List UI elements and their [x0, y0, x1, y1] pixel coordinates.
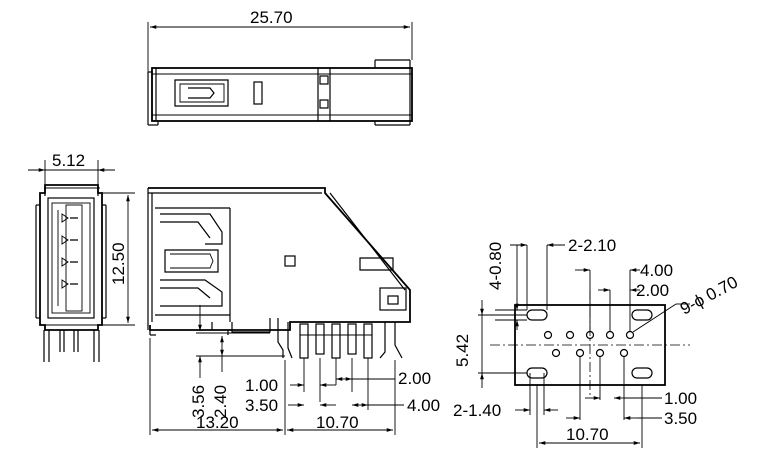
dim-pitch-1-00: 1.00: [664, 389, 697, 408]
left-view: 5.12 12.50: [28, 151, 135, 362]
dim-pitch-2-00: 2.00: [398, 369, 431, 388]
dim-13-20: 13.20: [196, 413, 239, 432]
top-view-body: [147, 59, 413, 126]
dim-pitch-3-50: 3.50: [664, 409, 697, 428]
dim-4-00: 4.00: [407, 396, 440, 415]
dim-pitch-4-00: 4.00: [640, 261, 673, 280]
dim-overall-length: 25.70: [250, 8, 293, 27]
dim-footprint-height: 5.42: [453, 334, 472, 367]
dim-width: 5.12: [52, 151, 85, 170]
left-view-pins: [40, 324, 104, 362]
dim-pitch-2-00: 2.00: [636, 281, 669, 300]
side-view-body: [147, 187, 411, 336]
dim-10-70: 10.70: [316, 413, 359, 432]
dim-2-40: 2.40: [211, 385, 230, 418]
dim-footprint-width: 10.70: [566, 425, 609, 444]
hole-callout: 9-ϕ 0.70: [677, 272, 741, 318]
dim-height: 12.50: [109, 242, 128, 285]
top-view: 25.70: [147, 8, 413, 126]
dim-slot-width: 4-0.80: [486, 242, 505, 290]
side-view-pins: [277, 318, 403, 359]
dim-pitch-1-00: 1.00: [245, 376, 278, 395]
dim-3-56: 3.56: [189, 385, 208, 418]
left-view-body: [35, 184, 107, 362]
dim-mount-slot: 2-1.40: [453, 401, 501, 420]
dim-3-50: 3.50: [245, 396, 278, 415]
left-view-contacts: [57, 210, 78, 306]
footprint-holes: [543, 330, 635, 358]
footprint-slots: [526, 309, 653, 379]
dim-slot-size: 2-2.10: [568, 236, 616, 255]
side-view: 3.56 2.40 1.00 2.00 3.50 4.00 13.20 10.7…: [147, 187, 440, 435]
footprint-view: 4-0.80 2-2.10 4.00 2.00 9-ϕ 0.70 5.42: [453, 236, 741, 448]
